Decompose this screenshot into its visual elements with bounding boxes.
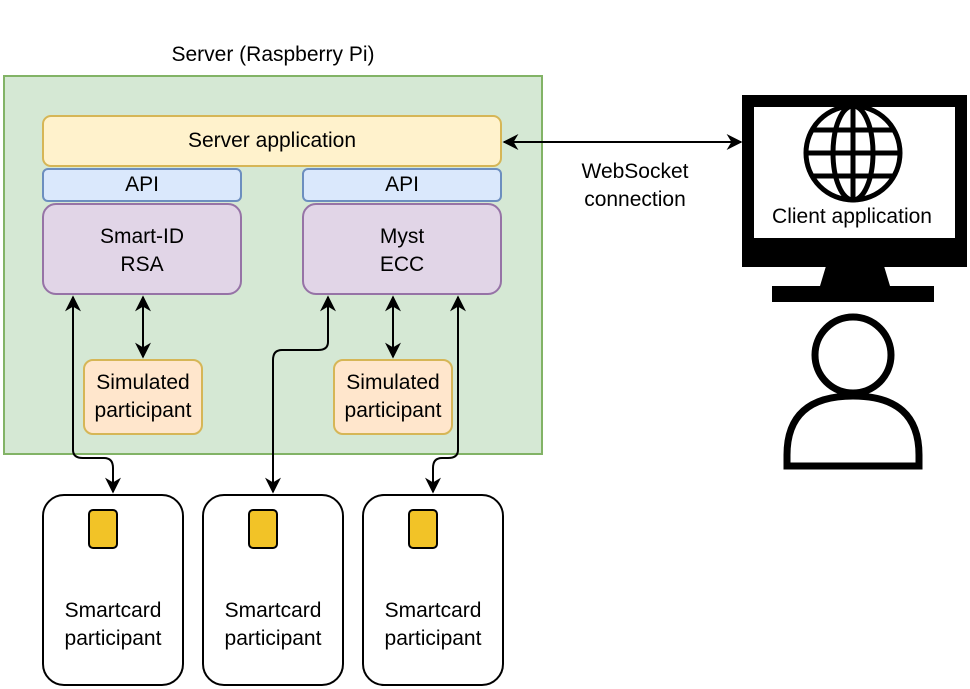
api-left-box: API [42,168,242,202]
arrow-myst-card2 [265,295,336,494]
arrow-smartid-card1 [65,295,121,494]
chip-icon [408,509,438,549]
chip-icon [248,509,278,549]
smartcard-1-label: Smartcard participant [64,599,162,650]
chip-icon [88,509,118,549]
client-application-label: Client application [772,205,932,228]
globe-icon [803,103,903,203]
myst-ecc-box: Myst ECC [302,203,502,295]
api-right-box: API [302,168,502,202]
smart-id-rsa-box: Smart-ID RSA [42,203,242,295]
websocket-connection-label: WebSocket connection [581,160,689,211]
smartcard-3-label: Smartcard participant [384,599,482,650]
server-application-box: Server application [42,115,502,167]
user-icon [783,313,923,470]
arrow-myst-card3 [425,295,466,494]
smartcard-2-label: Smartcard participant [224,599,322,650]
server-title: Server (Raspberry Pi) [171,43,375,66]
